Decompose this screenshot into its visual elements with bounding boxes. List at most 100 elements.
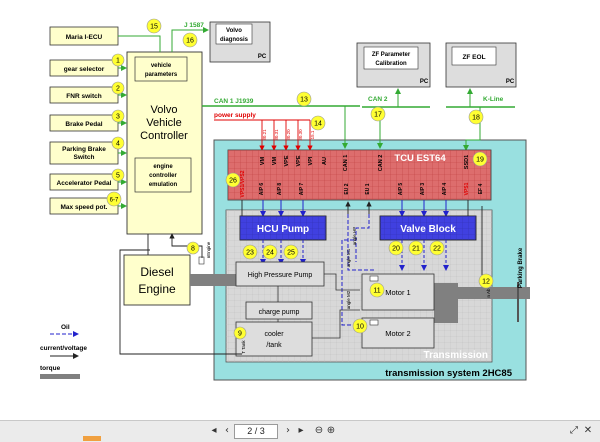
legend: Oil current/voltage torque (40, 324, 87, 379)
legend-torque-label: torque (40, 365, 61, 372)
zoom-in-icon[interactable]: ⊕ (326, 425, 336, 436)
badge-16: 16 (182, 32, 198, 48)
svg-text:17: 17 (374, 112, 382, 119)
charge-pump: charge pump (245, 301, 313, 320)
volvo-diagnosis-pc: Volvo diagnosis PC (209, 21, 271, 63)
emulation-line3: emulation (149, 182, 178, 188)
vehicle-parameters-box (134, 56, 188, 82)
supply-pin: 30.21 (262, 129, 267, 141)
input-label: FNR switch (66, 93, 101, 100)
tcu-bottom-pin: EU 1 (365, 183, 371, 194)
badge-10: 10 (352, 318, 368, 334)
svg-text:23: 23 (246, 250, 254, 257)
badge-14: 14 (310, 115, 326, 131)
badge-24: 24 (262, 244, 278, 260)
svg-text:12: 12 (482, 279, 490, 286)
vehicle-parameters-line2: parameters (145, 72, 178, 78)
cooler-tank: cooler /tank (235, 321, 313, 357)
transmission-label: Transmission (424, 350, 488, 361)
t-tank-label: T Tank (241, 340, 246, 354)
emulation-line1: engine (153, 164, 173, 170)
input-accelerator-pedal: Accelerator Pedal (49, 173, 119, 191)
input-gear-selector: gear selector (49, 59, 119, 77)
zfparam-title-line2: Calibration (375, 61, 407, 67)
badge-17: 17 (370, 106, 386, 122)
valve-block: Valve Block (379, 215, 477, 241)
tcu-top-pin: VPE (284, 155, 290, 166)
torque-shaft-engine (190, 274, 236, 286)
tcu-top-pin: VM (260, 156, 266, 165)
zfparam-pc-label: PC (420, 79, 429, 85)
svg-text:1: 1 (116, 58, 120, 65)
angle-m2-label: angle M2 (346, 290, 351, 309)
svg-text:14: 14 (314, 121, 322, 128)
zf-eol-pc: ZF EOL PC (445, 42, 517, 88)
input-label-line: Switch (74, 154, 95, 161)
input-label-line: Parking Brake (62, 146, 106, 153)
legend-current-label: current/voltage (40, 345, 87, 352)
tcu-est64: TCU EST64 (227, 149, 492, 201)
tcu-bottom-pin: AIP 7 (299, 183, 305, 196)
torque-shaft-output (450, 287, 530, 299)
badge-2: 2 (111, 81, 125, 95)
volvo-vehicle-controller: vehicle parameters Volvo Vehicle Control… (126, 51, 203, 235)
badge-21: 21 (408, 240, 424, 256)
diesel-engine: Diesel Engine (123, 254, 191, 306)
tcu-bottom-pin: EF 4 (478, 184, 484, 195)
torque-shaft-motor-link (434, 283, 458, 323)
prev-page-button[interactable]: ‹ (225, 425, 229, 436)
badge-25: 25 (283, 244, 299, 260)
badge-9: 9 (233, 326, 247, 340)
fullscreen-icon[interactable]: ⤢ (570, 425, 578, 436)
page-number-field[interactable]: 2 / 3 (234, 424, 278, 439)
tcu-bottom-pin: VPS1/VPS2 (240, 170, 246, 197)
maria-label: Maria I-ECU (66, 34, 103, 41)
tcu-top-pin: CAN 1 (343, 155, 349, 172)
badge-13: 13 (296, 91, 312, 107)
tcu-bottom-pin: AIP 5 (398, 183, 404, 196)
tcu-bottom-pin: AIP 8 (277, 183, 283, 196)
tcu-top-pin: VM (272, 156, 278, 165)
badge-26: 26 (225, 172, 241, 188)
supply-pin: 15.1 (310, 130, 315, 139)
system-label: transmission system 2HC85 (385, 368, 512, 379)
taskbar-tab[interactable] (83, 436, 101, 441)
badge-20: 20 (388, 240, 404, 256)
badge-11: 11 (369, 282, 385, 298)
n-output-label: n Ab (486, 288, 491, 298)
tcu-bottom-pin: EU 2 (344, 183, 350, 194)
close-icon[interactable]: ✕ (583, 425, 593, 436)
zoom-out-icon[interactable]: ⊖ (314, 425, 324, 436)
tcu-top-pin: AU (322, 157, 328, 165)
hcu-pump: HCU Pump (239, 215, 327, 241)
svg-text:3: 3 (116, 114, 120, 121)
first-page-button[interactable]: ◂ (211, 425, 217, 436)
badge-22: 22 (429, 240, 445, 256)
next-page-button[interactable]: › (286, 425, 290, 436)
svg-text:20: 20 (392, 246, 400, 253)
svg-text:13: 13 (300, 97, 308, 104)
badge-8: 8 (186, 241, 200, 255)
svg-text:2: 2 (116, 86, 120, 93)
vvc-title-line1: Volvo (151, 104, 178, 116)
svg-text:10: 10 (356, 324, 364, 331)
zfparam-title-line1: ZF Parameter (372, 52, 411, 58)
n-engine-label: nEngine (206, 241, 211, 258)
last-page-button[interactable]: ▸ (298, 425, 304, 436)
viewer-toolbar: ◂ ‹ 2 / 3 › ▸ ⊖ ⊕ ⤢ ✕ (0, 420, 600, 442)
diagram-canvas: Transmission transmission system 2HC85 g… (40, 18, 530, 381)
badge-3: 3 (111, 109, 125, 123)
engine-controller-emulation-box (134, 157, 192, 193)
vvc-title-line2: Vehicle (146, 117, 181, 129)
maria-i-ecu: Maria I-ECU (49, 26, 119, 46)
tcu-title: TCU EST64 (394, 153, 446, 164)
angle-m1-label: angle M1 (346, 248, 351, 267)
badge-19: 19 (472, 151, 488, 167)
diesel-label-line1: Diesel (140, 265, 173, 279)
diag-title-line2: diagnosis (220, 37, 249, 43)
tcu-bottom-pin: AIP 6 (259, 183, 265, 196)
cooler-label-line1: cooler (264, 331, 284, 338)
input-fnr-switch: FNR switch (49, 86, 119, 104)
svg-text:25: 25 (287, 250, 295, 257)
charge-pump-label: charge pump (259, 309, 300, 316)
